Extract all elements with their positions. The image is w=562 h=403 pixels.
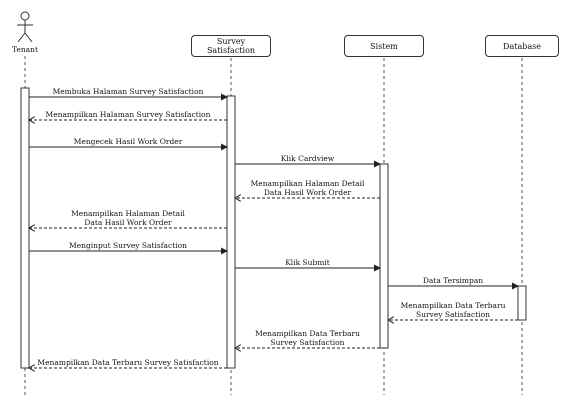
message-label-5-line-2: Data Hasil Work Order [264,188,352,197]
message-label-10-line-2: Survey Satisfaction [416,310,490,319]
participant-database: Database [485,35,559,57]
message-label-6-line-1: Menampilkan Halaman Detail [71,209,185,218]
activation-database [517,285,527,321]
activation-actor [20,87,30,369]
message-label-1: Membuka Halaman Survey Satisfaction [53,87,204,96]
messages-group: Membuka Halaman Survey SatisfactionMenam… [29,87,519,368]
message-label-3: Mengecek Hasil Work Order [74,137,183,146]
actor-figure-icon [17,11,33,43]
activation-survey [226,95,236,369]
message-label-12: Menampilkan Data Terbaru Survey Satisfac… [37,358,218,367]
message-label-10-line-1: Menampilkan Data Terbaru [401,301,506,310]
message-label-11-line-1: Menampilkan Data Terbaru [255,329,360,338]
participant-sistem: Sistem [344,35,424,57]
participant-survey-satisfaction: Survey Satisfaction [191,35,271,57]
message-label-11-line-2: Survey Satisfaction [271,338,345,347]
message-label-8: Klik Submit [285,258,330,267]
message-label-4: Klik Cardview [281,154,335,163]
activation-sistem [379,163,389,349]
actor-label: Tenant [11,45,38,54]
message-label-7: Menginput Survey Satisfaction [69,241,187,250]
message-label-5-line-1: Menampilkan Halaman Detail [251,179,365,188]
message-label-2: Menampilkan Halaman Survey Satisfaction [46,110,211,119]
message-label-6-line-2: Data Hasil Work Order [84,218,172,227]
message-label-9: Data Tersimpan [423,276,483,285]
